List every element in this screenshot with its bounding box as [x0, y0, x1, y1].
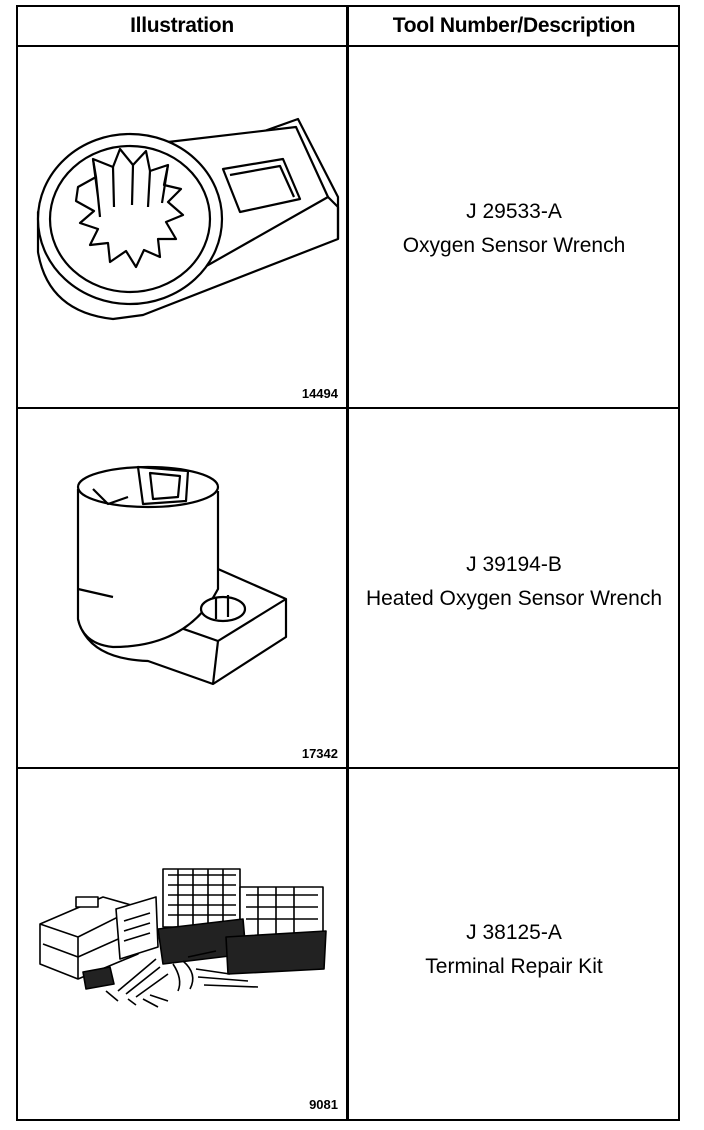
- oxygen-sensor-wrench-illustration: 14494: [18, 47, 346, 407]
- tool-description: J 38125-A Terminal Repair Kit: [349, 921, 679, 979]
- tool-number: J 39194-B: [466, 553, 562, 576]
- tool-table: Illustration Tool Number/Description: [16, 5, 680, 1121]
- tool-number: J 29533-A: [466, 200, 562, 223]
- terminal-repair-kit-illustration: 9081: [18, 769, 346, 1118]
- tool-description: J 29533-A Oxygen Sensor Wrench: [349, 200, 679, 258]
- column-divider: [346, 7, 349, 1119]
- heated-oxygen-sensor-wrench-illustration: 17342: [18, 409, 346, 767]
- figure-number: 17342: [301, 746, 338, 761]
- tool-name: Oxygen Sensor Wrench: [402, 234, 626, 257]
- tool-number: J 38125-A: [466, 921, 562, 944]
- figure-number: 9081: [309, 1097, 338, 1112]
- header-illustration: Illustration: [130, 14, 234, 37]
- table-row: 14494 J 29533-A Oxygen Sensor Wrench: [18, 47, 678, 409]
- figure-number: 14494: [301, 386, 338, 401]
- table-row: 9081 J 38125-A Terminal Repair Kit: [18, 769, 678, 1118]
- table-row: 17342 J 39194-B Heated Oxygen Sensor Wre…: [18, 409, 678, 769]
- table-header: Illustration Tool Number/Description: [18, 7, 678, 47]
- tool-name: Heated Oxygen Sensor Wrench: [365, 587, 663, 610]
- tool-name: Terminal Repair Kit: [425, 955, 603, 978]
- tool-description: J 39194-B Heated Oxygen Sensor Wrench: [349, 553, 679, 611]
- header-tool-description: Tool Number/Description: [392, 14, 636, 37]
